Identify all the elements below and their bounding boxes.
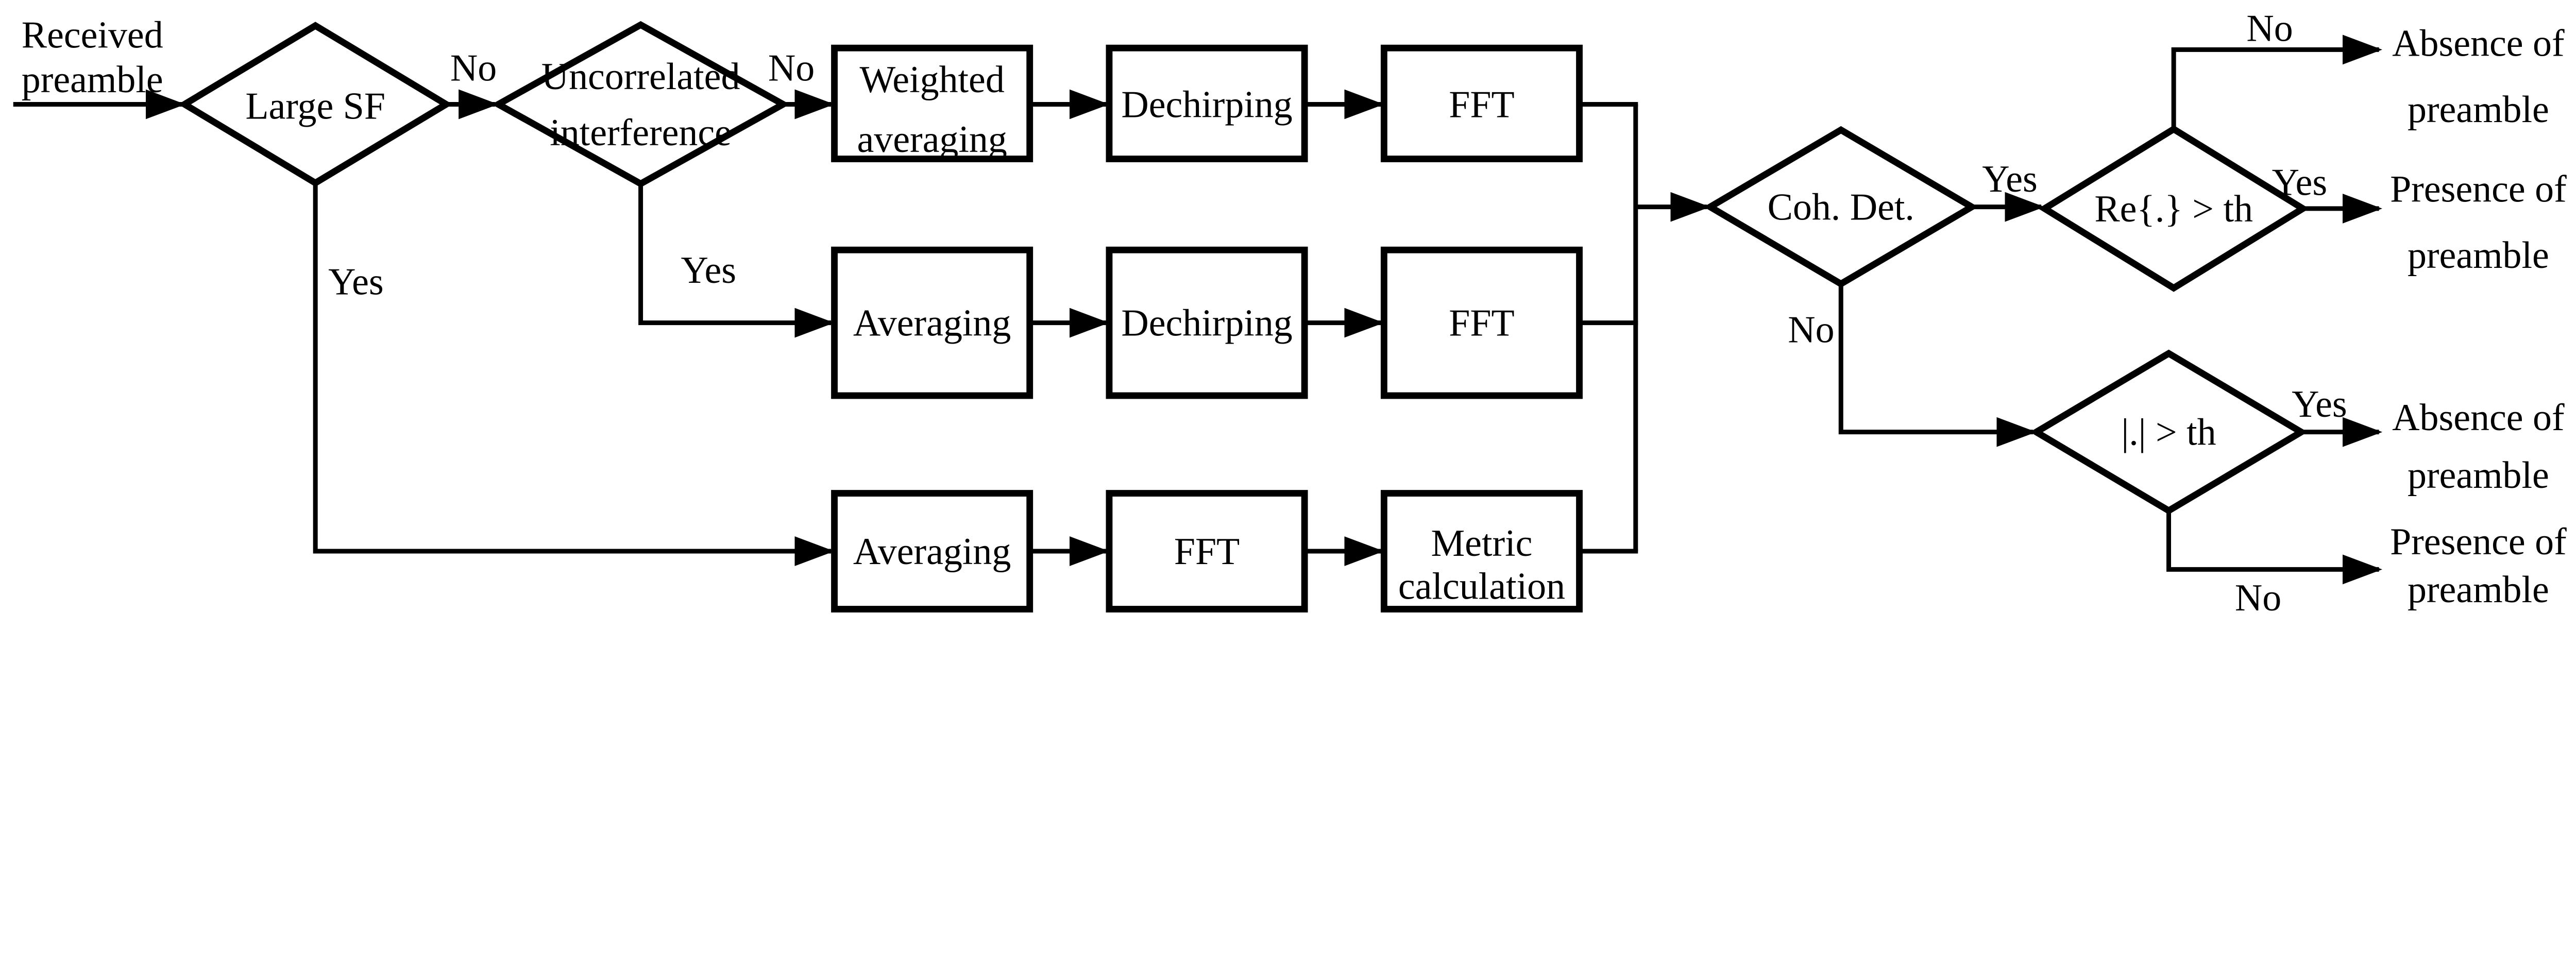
decision-magnitude-threshold <box>2029 349 2308 515</box>
outcome-absence-mid-line2: preamble <box>2408 454 2549 496</box>
outcome-presence-bottom-line1: Presence of <box>2390 520 2567 563</box>
branch-magnitude-no: No <box>2235 576 2281 612</box>
box-averaging-row2 <box>831 246 1033 399</box>
outcome-presence-mid-line1: Presence of <box>2390 167 2567 210</box>
outcome-absence-mid-line1: Absence of <box>2392 396 2565 438</box>
branch-uncorrelated-no: No <box>768 47 815 89</box>
outcome-absence-top-line2: preamble <box>2408 88 2549 130</box>
box-weighted-averaging-line1: Weighted <box>859 58 1004 100</box>
box-averaging-row3 <box>831 490 1033 612</box>
input-label-line2: preamble <box>22 58 163 100</box>
decision-large-sf-label: Large SF <box>245 85 385 127</box>
decision-uncorrelated-label-line2: interference <box>550 111 732 154</box>
outcome-presence-bottom-line2: preamble <box>2408 568 2549 610</box>
branch-real-th-no: No <box>2246 7 2293 49</box>
branch-large-sf-no: No <box>450 47 497 89</box>
edge-large-sf-yes <box>313 183 835 566</box>
decision-coh-det-label: Coh. Det. <box>1768 186 1914 228</box>
decision-large-sf <box>178 22 453 187</box>
decision-uncorrelated-interference <box>492 21 790 188</box>
decision-magnitude-th-label: |.| > th <box>2121 411 2216 453</box>
box-fft-row1-label: FFT <box>1449 83 1514 125</box>
edge-coh-det-no <box>1838 284 2037 447</box>
box-dechirping-row1 <box>1106 44 1308 162</box>
decision-coherent-detection <box>1703 126 1978 288</box>
edge-magnitude-no <box>2166 510 2383 585</box>
box-averaging-row3-label: Averaging <box>853 530 1011 572</box>
decision-real-th-label: Re{.} > th <box>2094 188 2253 230</box>
box-fft-row1 <box>1380 44 1583 162</box>
box-fft-row3-label: FFT <box>1174 530 1240 572</box>
branch-magnitude-yes: Yes <box>2292 383 2347 425</box>
box-fft-row3 <box>1106 490 1308 612</box>
outcome-presence-mid-line2: preamble <box>2408 234 2549 276</box>
edge-uncorrelated-yes <box>638 183 835 338</box>
box-weighted-averaging <box>831 44 1033 162</box>
input-label-line1: Received <box>22 13 163 56</box>
decision-uncorrelated-label-line1: Uncorrelated <box>541 55 740 97</box>
box-metric-calculation-line1: Metric <box>1431 522 1532 564</box>
box-averaging-row2-label: Averaging <box>853 302 1011 344</box>
box-metric-calculation <box>1380 490 1583 612</box>
branch-coh-det-yes: Yes <box>1982 158 2038 200</box>
branch-uncorrelated-yes: Yes <box>681 249 737 291</box>
box-dechirping-row2 <box>1106 246 1308 399</box>
branch-large-sf-yes: Yes <box>328 260 384 302</box>
box-dechirping-row1-label: Dechirping <box>1121 83 1292 125</box>
box-fft-row2 <box>1380 246 1583 399</box>
box-fft-row2-label: FFT <box>1449 302 1514 344</box>
box-metric-calculation-line2: calculation <box>1398 565 1565 607</box>
box-dechirping-row2-label: Dechirping <box>1121 302 1292 344</box>
branch-real-th-yes: Yes <box>2272 161 2328 203</box>
decision-real-threshold <box>2038 125 2310 292</box>
box-weighted-averaging-line2: averaging <box>857 118 1007 160</box>
outcome-absence-top-line1: Absence of <box>2392 22 2565 64</box>
preamble-detection-flowchart: Received preamble Large SF Uncorrelated … <box>13 7 2567 612</box>
edge-real-th-no <box>2171 35 2383 129</box>
branch-coh-det-no: No <box>1788 308 1834 350</box>
